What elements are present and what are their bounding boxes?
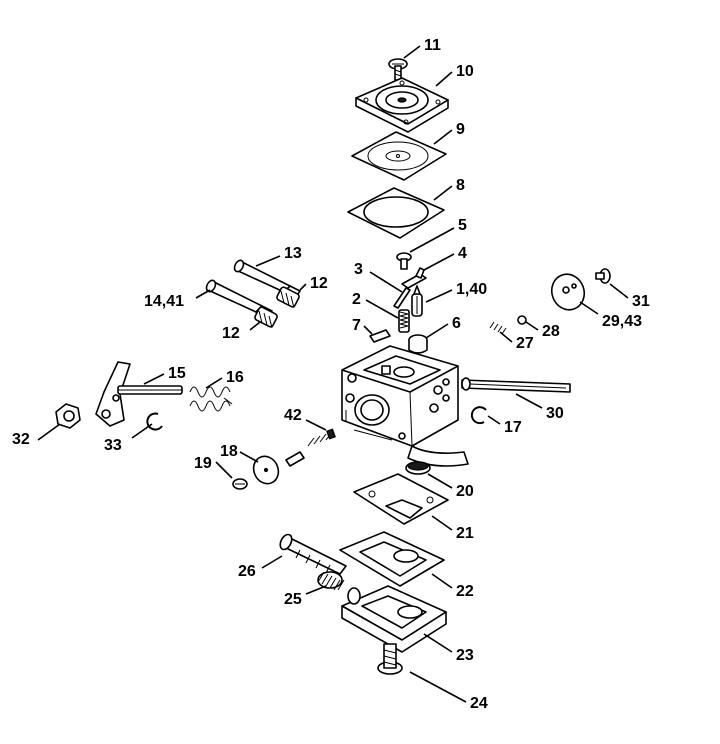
callout-3: 3 bbox=[354, 261, 363, 278]
callout-7: 7 bbox=[352, 317, 361, 334]
part-6-plug bbox=[408, 334, 428, 354]
callout-13: 13 bbox=[284, 245, 302, 262]
part-26-needle-screw bbox=[279, 533, 347, 575]
part-28-ball bbox=[517, 315, 527, 325]
part-19-screw bbox=[232, 478, 248, 490]
callout-42: 42 bbox=[284, 407, 302, 424]
part-27-spring bbox=[489, 321, 507, 335]
callout-12-upper: 12 bbox=[310, 275, 328, 292]
part-1-inlet-needle bbox=[411, 285, 423, 317]
callout-27: 27 bbox=[516, 335, 534, 352]
part-23-metering-cover bbox=[341, 585, 447, 653]
part-33-clip bbox=[146, 412, 163, 431]
part-30-choke-shaft bbox=[461, 377, 571, 393]
callout-10: 10 bbox=[456, 63, 474, 80]
callout-labels: 11 10 9 8 5 4 3 1,40 2 7 6 13 14,41 12 1… bbox=[12, 37, 650, 712]
part-12-spring-upper bbox=[276, 286, 300, 309]
part-31-screw bbox=[595, 268, 611, 284]
part-15-throttle-shaft bbox=[95, 361, 183, 427]
callout-11: 11 bbox=[424, 37, 441, 54]
part-4-lever bbox=[401, 267, 427, 289]
part-42-needle-spring bbox=[285, 428, 336, 467]
part-9-diaphragm bbox=[351, 131, 447, 181]
callout-14-41: 14,41 bbox=[144, 293, 184, 310]
part-20-filter-screen bbox=[405, 461, 431, 475]
callout-33: 33 bbox=[104, 437, 122, 454]
callout-30: 30 bbox=[546, 405, 564, 422]
part-7-pin bbox=[369, 329, 391, 343]
callout-29-43: 29,43 bbox=[602, 313, 642, 330]
leader-lines bbox=[37, 45, 629, 703]
callout-6: 6 bbox=[452, 315, 461, 332]
callout-18: 18 bbox=[220, 443, 238, 460]
part-29-choke-plate bbox=[550, 273, 586, 311]
callout-12-lower: 12 bbox=[222, 325, 240, 342]
callout-2: 2 bbox=[352, 291, 361, 308]
callout-25: 25 bbox=[284, 591, 302, 608]
part-22-metering-diaphragm bbox=[339, 531, 445, 587]
callout-24: 24 bbox=[470, 695, 488, 712]
callout-19: 19 bbox=[194, 455, 212, 472]
callout-4: 4 bbox=[458, 245, 467, 262]
part-24-screw bbox=[377, 643, 403, 675]
part-5-screw bbox=[396, 252, 412, 270]
part-12-spring-lower bbox=[254, 306, 278, 329]
part-10-cover bbox=[355, 77, 449, 133]
part-18-disc bbox=[252, 455, 280, 485]
part-17-clip bbox=[470, 406, 487, 425]
callout-28: 28 bbox=[542, 323, 560, 340]
part-21-gasket bbox=[353, 473, 449, 525]
callout-23: 23 bbox=[456, 647, 474, 664]
callout-16: 16 bbox=[226, 369, 244, 386]
callout-5: 5 bbox=[458, 217, 467, 234]
callout-8: 8 bbox=[456, 177, 465, 194]
callout-1-40: 1,40 bbox=[456, 281, 487, 298]
callout-9: 9 bbox=[456, 121, 465, 138]
callout-26: 26 bbox=[238, 563, 256, 580]
part-3-spindle bbox=[393, 287, 411, 309]
callout-20: 20 bbox=[456, 483, 474, 500]
callout-15: 15 bbox=[168, 365, 186, 382]
part-8-gasket bbox=[347, 187, 445, 239]
callout-31: 31 bbox=[632, 293, 650, 310]
callout-22: 22 bbox=[456, 583, 474, 600]
part-32-nut bbox=[55, 403, 81, 429]
part-11-screw bbox=[388, 58, 408, 81]
part-2-spring bbox=[398, 309, 410, 333]
callout-32: 32 bbox=[12, 431, 30, 448]
part-25-spring bbox=[317, 571, 345, 591]
callout-17: 17 bbox=[504, 419, 522, 436]
part-16-torsion-spring bbox=[189, 386, 233, 412]
callout-21: 21 bbox=[456, 525, 474, 542]
part-carburetor-body bbox=[341, 345, 459, 447]
